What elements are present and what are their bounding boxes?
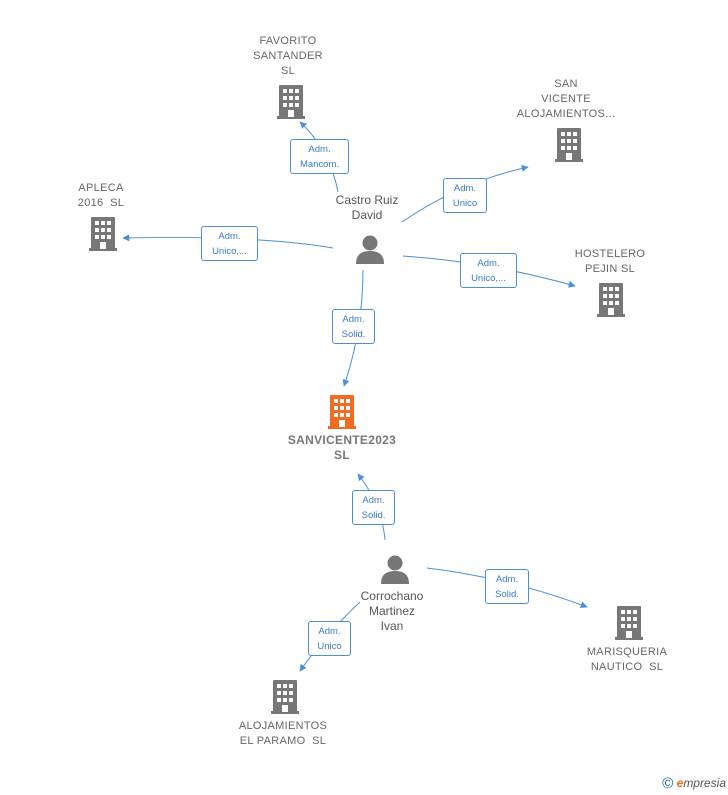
label-line: SAN <box>554 78 578 90</box>
role-line: Adm. <box>342 314 365 325</box>
label-line: APLECA <box>78 182 124 194</box>
building-icon[interactable] <box>615 606 643 640</box>
label-line: PEJIN SL <box>584 263 636 275</box>
role-line: Adm. <box>318 626 341 637</box>
role-line: Adm. <box>453 183 477 194</box>
company-label-alojamientos-paramo[interactable]: ALOJAMIENTOS EL PARAMO SL <box>228 719 338 749</box>
label-line: MARISQUERIA <box>586 646 668 658</box>
role-line: Adm. <box>477 258 500 269</box>
company-label-favorito[interactable]: FAVORITO SANTANDER SL <box>238 34 338 79</box>
company-label-hostelero[interactable]: HOSTELERO PEJIN SL <box>560 247 660 277</box>
label-line: ALOJAMIENTOS <box>238 720 328 732</box>
label-line: FAVORITO <box>259 35 317 47</box>
role-box-castro-apleca[interactable]: Adm. Unico,... <box>201 226 258 261</box>
role-line: Adm. <box>495 574 519 585</box>
role-box-castro-sanvicente2023[interactable]: Adm. Solid. <box>332 309 375 344</box>
building-icon[interactable] <box>271 680 299 714</box>
label-line: EL PARAMO SL <box>239 735 327 747</box>
brand-name: mpresia <box>683 776 726 790</box>
label-line: Corrochano <box>360 589 424 603</box>
copyright-icon: © <box>662 775 674 792</box>
role-line: Adm. <box>362 495 385 506</box>
label-line: Ivan <box>380 619 404 633</box>
role-line: Unico,... <box>212 245 247 257</box>
label-line: David <box>351 208 383 222</box>
role-line: Solid. <box>361 509 386 521</box>
person-label-castro[interactable]: Castro Ruiz David <box>317 193 417 223</box>
person-icon[interactable] <box>356 235 384 265</box>
label-line: HOSTELERO <box>574 248 646 260</box>
brand-e: e <box>676 776 684 790</box>
role-line: Solid. <box>495 588 519 600</box>
role-box-corrochano-marisqueria[interactable]: Adm. Solid. <box>485 569 529 604</box>
building-icon[interactable] <box>555 128 583 162</box>
label-line: ALOJAMIENTOS... <box>516 108 616 120</box>
label-line: VICENTE <box>541 93 591 105</box>
role-box-corrochano-paramo[interactable]: Adm. Unico <box>308 621 351 656</box>
person-icon[interactable] <box>381 555 409 585</box>
building-icon[interactable] <box>89 217 117 251</box>
role-line: Adm. <box>308 144 331 155</box>
label-line: NAUTICO SL <box>590 661 664 673</box>
label-line: 2016 SL <box>77 197 125 209</box>
role-box-castro-sanvicente-aloj[interactable]: Adm. Unico <box>443 178 487 213</box>
label-line: Castro Ruiz <box>335 193 399 207</box>
company-label-sanvicente2023[interactable]: SANVICENTE2023 SL <box>272 433 412 463</box>
role-box-castro-hostelero[interactable]: Adm. Unico,... <box>460 253 517 288</box>
label-line: Martinez <box>368 604 415 618</box>
role-line: Mancom. <box>299 158 340 170</box>
building-icon[interactable] <box>597 283 625 317</box>
role-line: Unico <box>317 640 342 652</box>
building-icon[interactable] <box>277 85 305 119</box>
person-label-corrochano[interactable]: Corrochano Martinez Ivan <box>342 589 442 634</box>
role-line: Unico <box>452 197 478 209</box>
label-line: SL <box>280 65 296 77</box>
company-label-san-vicente-alojamientos[interactable]: SAN VICENTE ALOJAMIENTOS... <box>506 77 626 122</box>
company-label-apleca[interactable]: APLECA 2016 SL <box>56 181 146 211</box>
role-line: Adm. <box>218 231 241 242</box>
label-line: SANVICENTE2023 <box>287 433 397 447</box>
label-line: SANTANDER <box>253 50 323 62</box>
role-line: Solid. <box>341 328 366 340</box>
role-box-castro-favorito[interactable]: Adm. Mancom. <box>290 139 349 174</box>
brand-footer[interactable]: © empresia <box>662 775 726 792</box>
label-line: SL <box>334 448 350 462</box>
role-box-corrochano-sanvicente2023[interactable]: Adm. Solid. <box>352 490 395 525</box>
role-line: Unico,... <box>471 272 506 284</box>
building-icon[interactable] <box>328 395 356 429</box>
company-label-marisqueria[interactable]: MARISQUERIA NAUTICO SL <box>572 645 682 675</box>
